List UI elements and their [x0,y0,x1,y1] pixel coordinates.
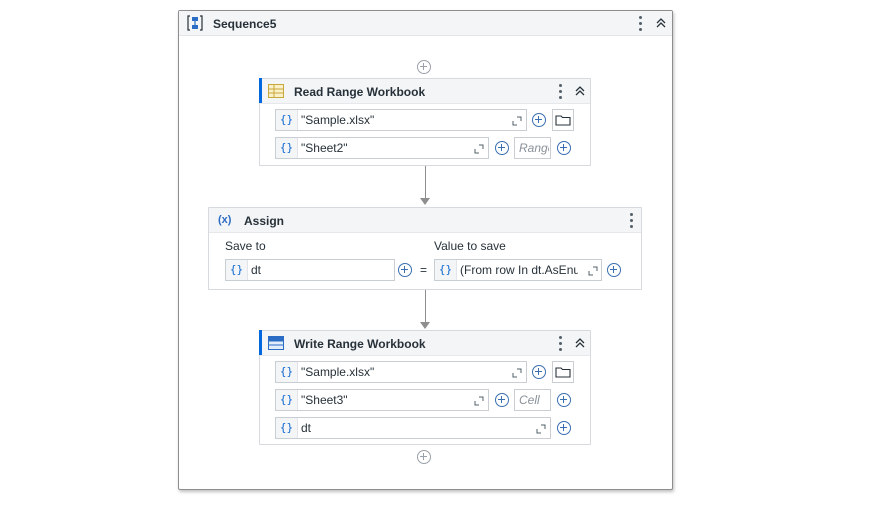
value-to-save-field[interactable]: {} (From row In dt.AsEnumerable [434,259,602,281]
expression-brace-icon: {} [435,260,457,280]
add-variable-icon[interactable] [607,263,621,277]
add-activity-bottom-icon[interactable] [417,450,431,464]
value-to-save-value: (From row In dt.AsEnumerable [460,263,578,277]
assign-activity[interactable]: (x) Assign Save to Value to save {} dt =… [208,207,642,290]
more-options-icon[interactable] [554,82,566,100]
connector-line [425,166,426,199]
excel-write-icon [268,336,284,350]
expression-brace-icon: {} [276,138,298,158]
add-variable-icon[interactable] [495,393,509,407]
add-variable-icon[interactable] [557,421,571,435]
connector-line [425,290,426,323]
excel-read-icon [268,84,284,98]
expand-editor-icon[interactable] [474,395,484,406]
assign-icon: (x) [218,214,232,226]
add-variable-icon[interactable] [557,393,571,407]
workbook-path-value: "Sample.xlsx" [301,113,375,127]
sequence-icon [187,15,203,31]
expression-brace-icon: {} [226,260,248,280]
expression-brace-icon: {} [276,362,298,382]
sheet-name-field[interactable]: {} "Sheet2" [275,137,489,159]
range-placeholder: Range [519,141,549,155]
workbook-path-value: "Sample.xlsx" [301,365,375,379]
connector-arrow-icon [420,322,430,329]
add-variable-icon[interactable] [532,113,546,127]
assign-header: (x) Assign [209,208,641,233]
add-activity-top-icon[interactable] [417,60,431,74]
save-to-label: Save to [225,239,266,253]
sheet-name-value: "Sheet3" [301,393,348,407]
add-variable-icon[interactable] [398,263,412,277]
expression-brace-icon: {} [276,110,298,130]
selection-accent [259,78,262,103]
value-to-save-label: Value to save [434,239,506,253]
write-range-title: Write Range Workbook [294,337,426,351]
more-options-icon[interactable] [625,211,637,229]
data-table-value: dt [301,421,312,435]
collapse-icon[interactable] [654,16,668,30]
add-variable-icon[interactable] [532,365,546,379]
assign-title: Assign [244,214,285,228]
expand-editor-icon[interactable] [588,265,598,276]
connector-arrow-icon [420,198,430,205]
add-variable-icon[interactable] [557,141,571,155]
expand-editor-icon[interactable] [512,115,522,126]
write-range-workbook-activity[interactable]: Write Range Workbook {} "Sample.xlsx" {}… [259,330,591,445]
sheet-name-value: "Sheet2" [301,141,348,155]
workbook-path-field[interactable]: {} "Sample.xlsx" [275,109,527,131]
range-field[interactable]: Range [514,137,551,159]
data-table-field[interactable]: {} dt [275,417,551,439]
sheet-name-field[interactable]: {} "Sheet3" [275,389,489,411]
expand-editor-icon[interactable] [512,367,522,378]
more-options-icon[interactable] [634,14,646,32]
read-range-header: Read Range Workbook [260,79,590,104]
save-to-value: dt [251,263,262,277]
sequence-title: Sequence5 [213,17,277,31]
write-range-header: Write Range Workbook [260,331,590,356]
selection-accent [259,330,262,355]
add-variable-icon[interactable] [495,141,509,155]
expand-editor-icon[interactable] [474,143,484,154]
workbook-path-field[interactable]: {} "Sample.xlsx" [275,361,527,383]
collapse-icon[interactable] [573,84,587,98]
equals-sign: = [420,263,428,277]
expression-brace-icon: {} [276,390,298,410]
more-options-icon[interactable] [554,334,566,352]
expression-brace-icon: {} [276,418,298,438]
sequence-header: Sequence5 [179,11,672,36]
read-range-title: Read Range Workbook [294,85,426,99]
browse-folder-button[interactable] [552,109,574,131]
read-range-workbook-activity[interactable]: Read Range Workbook {} "Sample.xlsx" {} … [259,78,591,166]
cell-placeholder: Cell [519,393,540,407]
cell-field[interactable]: Cell [514,389,551,411]
browse-folder-button[interactable] [552,361,574,383]
expand-editor-icon[interactable] [536,423,546,434]
collapse-icon[interactable] [573,336,587,350]
save-to-field[interactable]: {} dt [225,259,395,281]
